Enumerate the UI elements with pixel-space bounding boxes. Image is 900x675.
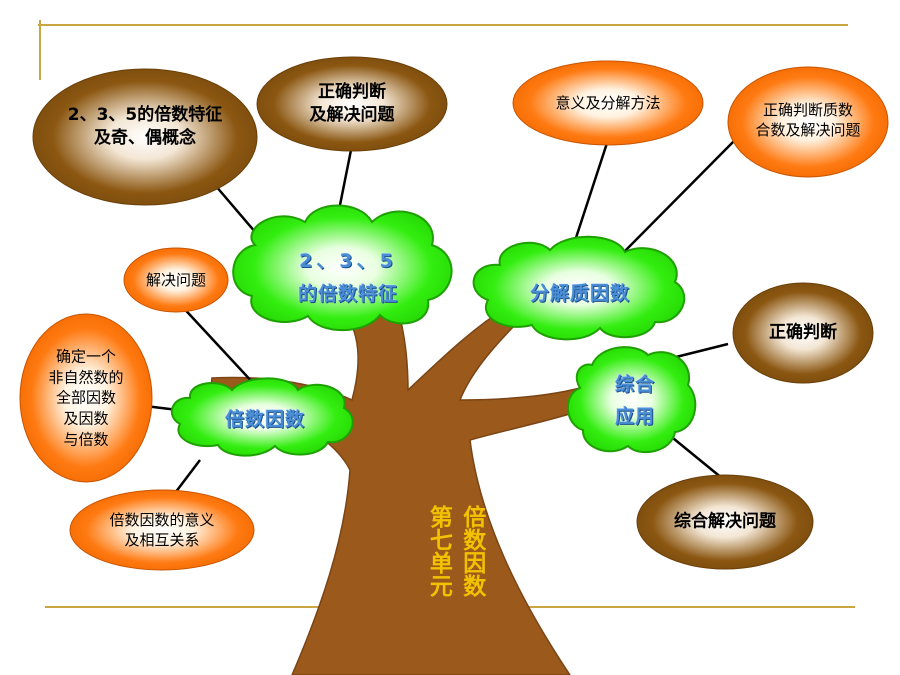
bubble-prime-method[interactable]	[512, 60, 704, 146]
leaf-factors[interactable]	[170, 377, 354, 457]
line: 正确判断	[318, 82, 386, 103]
line: 综合	[614, 373, 656, 396]
leaf-features[interactable]	[232, 204, 453, 332]
line: 及相互关系	[124, 531, 200, 549]
line: 及奇、偶概念	[94, 128, 196, 148]
bubble-app-solve-text: 综合解决问题	[674, 511, 776, 534]
branch-features-label: 2、3、5 的倍数特征	[298, 245, 398, 312]
bubble-features-concept-text: 2、3、5的倍数特征 及奇、偶概念	[68, 104, 223, 150]
leaf-application[interactable]	[566, 346, 697, 454]
line: 及因数	[63, 409, 109, 428]
line: 非自然数的	[48, 367, 124, 386]
line: 全部因数	[55, 388, 117, 407]
unit-title-col-left: 第七单元	[425, 505, 453, 597]
line: 2、3、5的倍数特征	[67, 105, 223, 126]
tree-trunk	[209, 299, 599, 675]
bubble-app-solve[interactable]	[636, 474, 814, 570]
line: 解决问题	[145, 270, 207, 289]
leaf-prime[interactable]	[472, 235, 686, 341]
branch-application-label: 综合 应用	[615, 369, 655, 434]
line: 确定一个	[55, 347, 117, 366]
bubble-prime-judge[interactable]	[727, 66, 889, 178]
bubble-features-concept[interactable]	[32, 68, 258, 206]
bubble-factors-find[interactable]	[19, 313, 153, 483]
line: 合数及解决问题	[755, 121, 861, 139]
line: 应用	[614, 406, 656, 428]
line: 正确判断	[769, 322, 837, 343]
bubble-features-judge-text: 正确判断 及解决问题	[310, 81, 395, 127]
line: 与倍数	[63, 430, 109, 449]
line: 正确判断质数	[762, 100, 854, 119]
bubble-prime-method-text: 意义及分解方法	[555, 93, 660, 113]
line: 分解质因数	[529, 282, 631, 305]
bubble-factors-solve-text: 解决问题	[146, 270, 206, 290]
line: 及解决问题	[309, 105, 395, 125]
bubble-prime-judge-text: 正确判断质数 合数及解决问题	[755, 100, 860, 141]
line: 意义及分解方法	[555, 93, 661, 112]
bubble-factors-meaning[interactable]	[69, 489, 255, 571]
unit-title-col-right: 倍数因数	[458, 505, 486, 597]
branch-prime-label: 分解质因数	[530, 279, 630, 306]
line: 综合解决问题	[674, 511, 776, 532]
unit-title: 倍数因数 第七单元	[422, 505, 489, 597]
branch-factors-label: 倍数因数	[225, 405, 305, 432]
line: 的倍数特征	[297, 283, 399, 305]
bubble-app-judge[interactable]	[732, 282, 874, 384]
line: 倍数因数	[224, 408, 306, 431]
bubble-features-judge[interactable]	[256, 56, 448, 152]
line: 2、3、5	[299, 249, 397, 272]
bubble-app-judge-text: 正确判断	[769, 322, 837, 345]
line: 倍数因数的意义	[109, 510, 215, 529]
bubble-factors-solve[interactable]	[123, 247, 229, 313]
bubble-factors-find-text: 确定一个 非自然数的 全部因数 及因数 与倍数	[48, 346, 123, 449]
bubble-factors-meaning-text: 倍数因数的意义 及相互关系	[109, 510, 214, 551]
